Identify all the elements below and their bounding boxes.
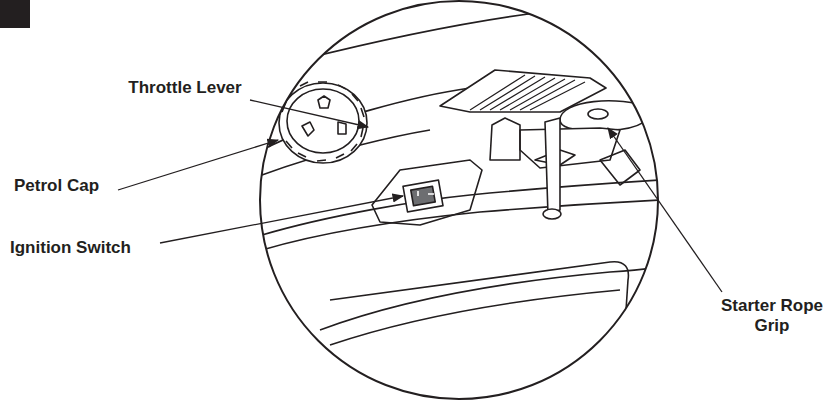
part-label: Petrol Cap — [14, 176, 99, 196]
part-label: Starter Rope Grip — [712, 296, 832, 336]
housing-detail — [262, 10, 660, 401]
part-label: Ignition Switch — [10, 238, 131, 258]
leader-line — [608, 128, 722, 292]
leader-lines — [118, 100, 722, 292]
corner-tab — [0, 0, 30, 28]
leader-line — [250, 100, 368, 127]
part-label: Throttle Lever — [125, 78, 245, 98]
leader-line — [118, 140, 278, 190]
leader-line — [160, 196, 403, 243]
detail-circle — [260, 1, 658, 399]
